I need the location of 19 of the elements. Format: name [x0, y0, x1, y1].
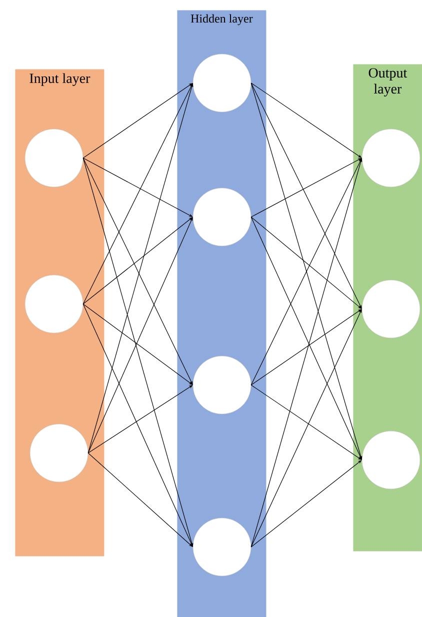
arrow [82, 83, 193, 304]
arrow [82, 304, 193, 547]
neuron-circle [362, 280, 420, 338]
arrow [250, 158, 362, 386]
neuron-circle [192, 54, 252, 112]
neuron-circle [192, 188, 252, 246]
arrow [250, 82, 362, 309]
neuron-circle [24, 128, 84, 188]
arrow [88, 217, 193, 454]
neuron-circle [192, 518, 252, 576]
neuron-circle [24, 274, 84, 334]
neuron-circle [192, 356, 252, 414]
arrow [250, 309, 362, 548]
arrow [88, 452, 193, 547]
arrow [82, 158, 193, 385]
arrow [250, 216, 362, 460]
neuron-circle [362, 430, 420, 490]
neuron-circle [30, 424, 88, 482]
neuron-circle [362, 128, 420, 188]
